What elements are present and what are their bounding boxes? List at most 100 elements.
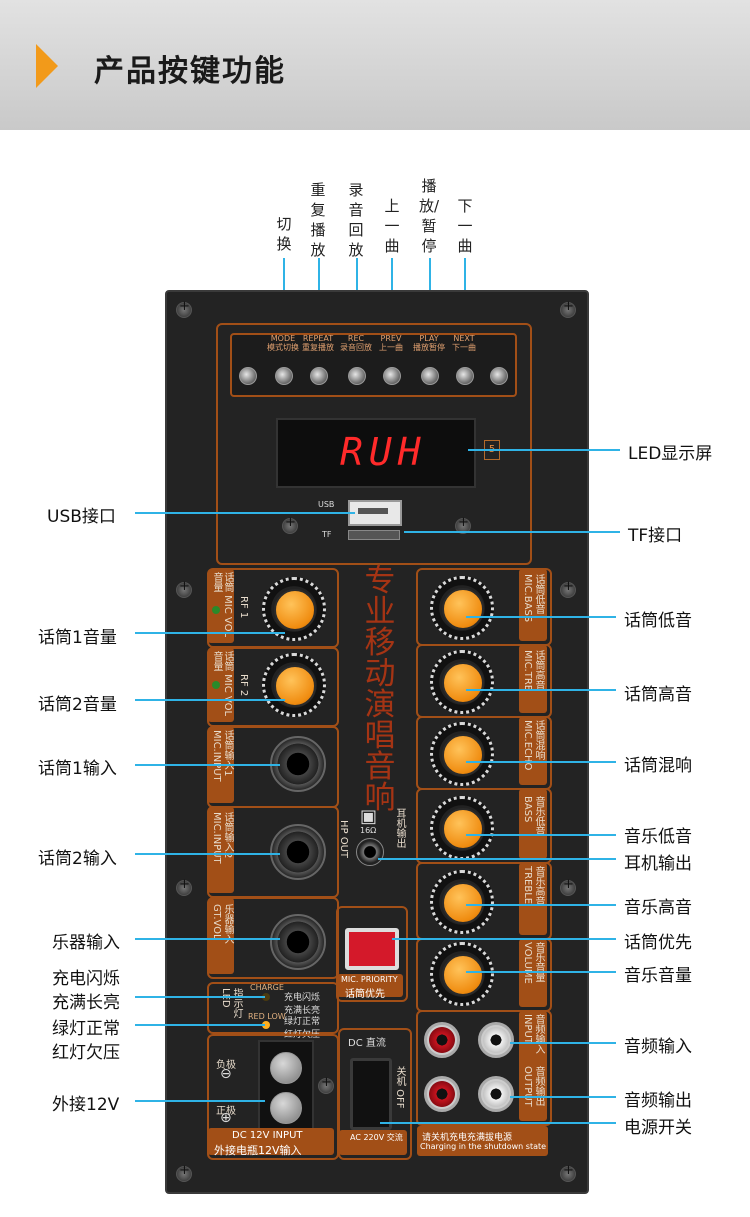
charge-label: CHARGE (250, 983, 284, 992)
mic-echo-label: 话筒混响 MIC.ECHO (522, 720, 544, 771)
bass-label: 音乐低音 BASS (522, 796, 544, 836)
output-label: 音频输出 OUTPUT (522, 1066, 544, 1107)
charge-note-cn: 请关机充电充满拔电源 (422, 1133, 513, 1143)
callout-line (378, 858, 616, 860)
display-text: RUH (340, 430, 427, 474)
next-button[interactable] (456, 367, 474, 385)
screw-icon (560, 579, 576, 598)
label-strip (519, 863, 547, 935)
mic-input2-label: 话筒输入2 MIC.INPUT (211, 812, 233, 864)
positive-terminal[interactable] (270, 1092, 302, 1124)
callout-green-normal: 绿灯正常 (52, 1019, 120, 1039)
tf-label: TF (322, 530, 332, 539)
callout-mic1-volume: 话筒1音量 (38, 628, 117, 648)
callout-mic1-input: 话筒1输入 (38, 759, 117, 779)
label-strip (519, 717, 547, 785)
input-label: 音频输入 INPUT (522, 1014, 544, 1054)
callout-line (135, 512, 355, 514)
headphone-jack[interactable] (356, 838, 384, 866)
callout-line (135, 632, 285, 634)
play-pause-button[interactable] (421, 367, 439, 385)
rec-button[interactable] (348, 367, 366, 385)
instrument-input-jack[interactable] (270, 914, 326, 970)
usb-port[interactable] (348, 500, 402, 526)
mic1-volume-knob[interactable] (274, 589, 316, 631)
volume-knob[interactable] (442, 954, 484, 996)
callout-music-treble: 音乐高音 (624, 898, 692, 918)
control-section (216, 323, 532, 565)
callout-mic2-input: 话筒2输入 (38, 849, 117, 869)
screw-icon (560, 877, 576, 896)
indicator-section (207, 982, 339, 1034)
mic1-vol-label: 话筒 MIC VOL 音量 (211, 572, 233, 638)
callout-line (135, 996, 265, 998)
callout-line (466, 761, 616, 763)
mic-priority-en: MIC. PRIORITY (341, 975, 398, 984)
negative-terminal[interactable] (270, 1052, 302, 1084)
top-label-repeat: 重复播放 (310, 181, 326, 259)
screw-icon (239, 367, 257, 385)
callout-line (135, 699, 285, 701)
mic-bass-label: 话筒低音 MIC.BASS (522, 574, 544, 623)
label-strip (339, 1130, 407, 1155)
audio-output-left-jack[interactable] (424, 1076, 460, 1112)
callout-line (135, 938, 280, 940)
callout-line (466, 689, 616, 691)
audio-output-right-jack[interactable] (478, 1076, 514, 1112)
audio-input-right-jack[interactable] (478, 1022, 514, 1058)
audio-input-left-jack[interactable] (424, 1022, 460, 1058)
callout-music-volume: 音乐音量 (624, 966, 692, 986)
top-label-rec: 录音回放 (348, 181, 364, 259)
callout-line (135, 1100, 265, 1102)
treble-knob[interactable] (442, 882, 484, 924)
callout-mic-priority: 话筒优先 (624, 933, 692, 953)
callout-line (466, 834, 616, 836)
button-strip (230, 333, 517, 397)
callout-external-12v: 外接12V (52, 1095, 120, 1115)
hp-cn-label: 耳机输出 (394, 808, 405, 848)
rf2-label: RF 2 (238, 674, 249, 697)
mic-priority-section (336, 906, 408, 1002)
usb-label: USB (318, 500, 335, 509)
led-label: 指示灯 LED (220, 988, 242, 1018)
power-section (338, 1028, 412, 1160)
led-display: RUH (276, 418, 476, 488)
power-switch[interactable] (350, 1058, 392, 1130)
repeat-button[interactable] (310, 367, 328, 385)
callout-line (380, 1122, 616, 1124)
callout-audio-input: 音频输入 (624, 1037, 692, 1057)
bass-knob[interactable] (442, 808, 484, 850)
prev-button[interactable] (383, 367, 401, 385)
mic-tre-label: 话筒高音 MIC.TRE (522, 650, 544, 692)
volume-label: 音乐音量 VOLUME (522, 942, 544, 984)
mic-bass-knob[interactable] (442, 588, 484, 630)
callout-line (135, 1024, 265, 1026)
gt-vol-label: 乐器输入 GT.VOL (211, 904, 233, 944)
mic-priority-switch[interactable] (345, 928, 399, 970)
header-banner: 产品按键功能 (0, 0, 750, 130)
callout-power-switch: 电源开关 (624, 1118, 692, 1138)
mic-echo-knob[interactable] (442, 734, 484, 776)
callout-red-low: 红灯欠压 (52, 1043, 120, 1063)
mic2-input-jack[interactable] (270, 824, 326, 880)
tf-card-slot[interactable] (348, 530, 400, 540)
redlow-label: RED LOW (248, 1012, 286, 1021)
screw-icon (176, 877, 192, 896)
neg-label: 负极 (216, 1060, 236, 1071)
label-strip (208, 807, 234, 893)
label-strip (208, 1128, 334, 1155)
mode-button[interactable] (275, 367, 293, 385)
callout-line (135, 764, 280, 766)
screw-icon (490, 367, 508, 385)
top-label-mode: 切换 (276, 215, 292, 253)
screw-icon (176, 579, 192, 598)
screw-icon (318, 1075, 334, 1094)
rf1-led (212, 606, 220, 614)
ac-label: AC 220V 交流 (350, 1133, 403, 1142)
minus-icon: ⊖ (220, 1066, 232, 1082)
mic-treble-knob[interactable] (442, 662, 484, 704)
callout-line (135, 853, 280, 855)
